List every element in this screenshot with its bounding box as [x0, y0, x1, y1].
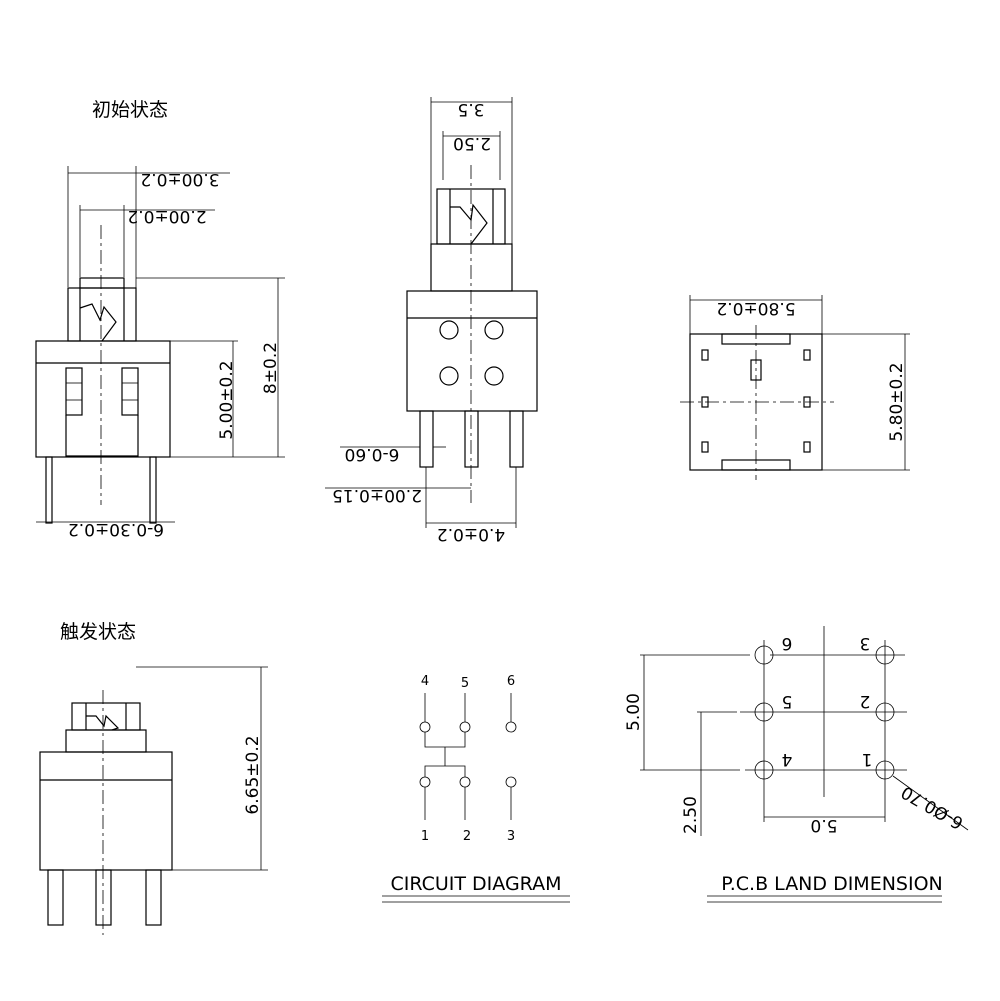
- pin-width-dim: 6-0.30±0.2: [68, 519, 164, 539]
- plunger-width-dim: 3.00±0.2: [140, 169, 219, 189]
- pcb-row-pitch-dim: 2.50: [681, 796, 701, 834]
- triggered-height-dim: 6.65±0.2: [243, 735, 263, 814]
- circuit-diagram: 4 5 6 1 2 3 CIRCUIT DIAGRAM: [382, 674, 570, 903]
- pin-label-1: 1: [421, 829, 429, 844]
- pcb-pin-4: 4: [782, 749, 793, 769]
- pcb-pin-6: 6: [782, 633, 793, 653]
- pin-span-dim: 4.0±0.2: [437, 524, 505, 544]
- pin-label-6: 6: [507, 674, 515, 689]
- total-height-dim: 8±0.2: [261, 342, 281, 394]
- triggered-state-view: 触发状态 6.65±0.2: [39, 621, 268, 935]
- housing-width-dim: 3.5: [457, 99, 484, 119]
- pin-label-2: 2: [463, 829, 471, 844]
- cap-width-dim: 2.00±0.2: [127, 206, 206, 226]
- pcb-land-dimension: 6 3 5 2 4 1 5.00 2.50 5.0 6-Ø0.70 P.C.B …: [624, 626, 969, 903]
- front-pin-width-dim: 6-0.60: [345, 444, 400, 464]
- pin-label-3: 3: [507, 829, 515, 844]
- pcb-pin-2: 2: [860, 691, 871, 711]
- body-height-dim: 5.00±0.2: [217, 360, 237, 439]
- triggered-state-title: 触发状态: [60, 621, 136, 643]
- front-view: 3.5 2.50 6-0.60 2.00±0.15 4.0±0.2: [325, 97, 538, 544]
- pcb-hole-dim: 6-Ø0.70: [898, 781, 967, 832]
- pcb-col-span-dim: 5.0: [810, 815, 837, 835]
- top-depth-dim: 5.80±0.2: [887, 362, 907, 441]
- pcb-pin-5: 5: [782, 691, 793, 711]
- pin-label-5: 5: [461, 676, 469, 691]
- pcb-pin-1: 1: [862, 749, 873, 769]
- initial-state-title: 初始状态: [92, 99, 168, 121]
- top-view: 5.80±0.2 5.80±0.2: [680, 295, 910, 480]
- pcb-row-span-dim: 5.00: [624, 693, 644, 731]
- pin-offset-dim: 2.00±0.15: [332, 485, 422, 505]
- circuit-title: CIRCUIT DIAGRAM: [391, 873, 562, 895]
- front-cap-width-dim: 2.50: [453, 133, 491, 153]
- pin-label-4: 4: [421, 674, 429, 689]
- initial-state-view: 初始状态 3.00±0.2 2.00±0.2 8±0.2 5.00±0.2 6-…: [35, 99, 285, 539]
- pcb-title: P.C.B LAND DIMENSION: [721, 873, 943, 895]
- top-width-dim: 5.80±0.2: [716, 298, 795, 318]
- pcb-pin-3: 3: [860, 633, 871, 653]
